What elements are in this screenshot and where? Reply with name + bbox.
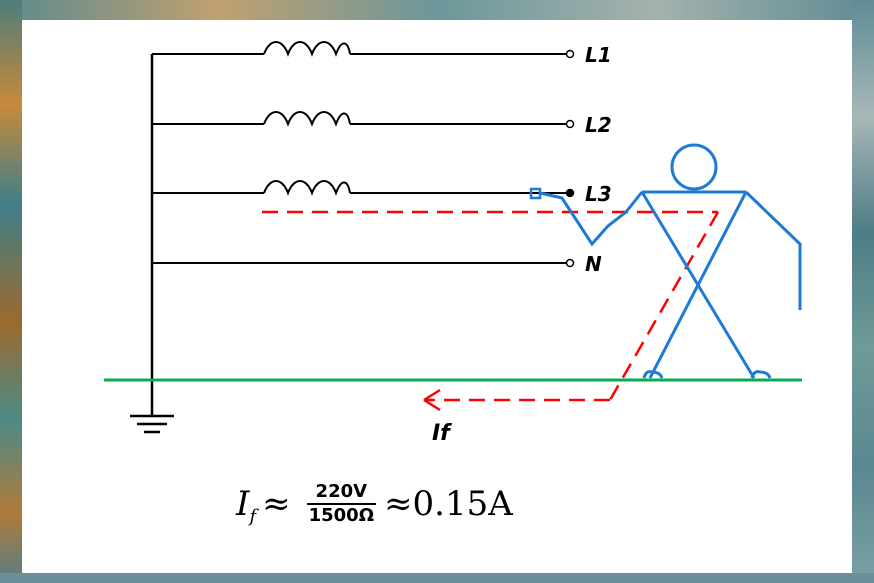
background-right: [852, 0, 874, 583]
person-body-cross-2: [648, 191, 748, 379]
formula-fraction: 220V 1500Ω: [306, 481, 377, 527]
conductor-l1: [152, 41, 575, 59]
formula-subscript: f: [249, 505, 257, 527]
fault-current-label: If: [432, 421, 452, 446]
formula-denominator: 1500Ω: [308, 505, 375, 526]
terminal-l2: [565, 119, 575, 129]
formula-approx: ≈: [262, 484, 291, 524]
formula-numerator: 220V: [315, 481, 368, 502]
formula-result: ≈0.15A: [384, 484, 513, 524]
ground-symbol-icon: [130, 414, 174, 434]
person-head: [670, 143, 718, 191]
formula-symbol: I: [236, 484, 250, 524]
terminal-n: [565, 258, 575, 268]
label-n: N: [585, 252, 602, 276]
background-left: [0, 0, 22, 583]
background-bottom: [0, 573, 874, 583]
conductor-l3: [152, 180, 575, 198]
fault-current-path: [262, 210, 720, 402]
contact-point: [529, 187, 542, 200]
conductor-n: [152, 258, 575, 268]
terminal-l3: [565, 188, 575, 198]
fault-current-arrow-icon: [423, 388, 441, 412]
label-l1: L1: [585, 43, 612, 67]
conductor-l2: [152, 111, 575, 129]
person-foot-right: [750, 370, 772, 379]
formula-fraction-bar: [306, 503, 377, 505]
background-top: [0, 0, 874, 20]
diagram-panel: [22, 20, 852, 573]
terminal-l1: [565, 49, 575, 59]
person-arm-right: [744, 190, 802, 310]
label-l3: L3: [585, 182, 612, 206]
fault-current-formula: I f ≈ 220V 1500Ω ≈0.15A: [236, 469, 513, 539]
person-foot-left: [642, 370, 664, 379]
label-l2: L2: [585, 113, 612, 137]
person-arm-left: [539, 191, 644, 247]
person-figure: [539, 143, 802, 379]
